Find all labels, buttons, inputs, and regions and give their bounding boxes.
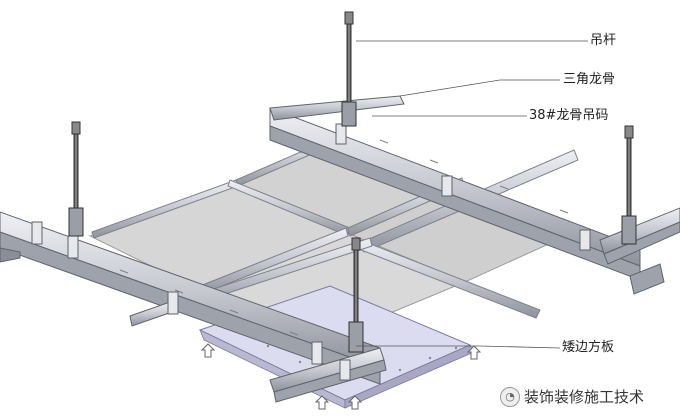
label-keel-clip: 38#龙骨吊码	[529, 108, 609, 123]
label-drop-edge-panel: 矮边方板	[562, 340, 615, 355]
watermark: ◔ 装饰装修施工技术	[500, 386, 644, 407]
hanger-rod-right	[621, 125, 637, 245]
leader-lines	[356, 40, 588, 349]
panel-arrows	[200, 343, 482, 410]
hanger-rods	[68, 11, 637, 353]
label-hanger-rod: 吊杆	[590, 33, 617, 48]
rail-clips	[31, 123, 591, 381]
hanger-rod-center	[348, 237, 364, 353]
cross-tees	[91, 133, 579, 319]
hanger-rod-top	[341, 11, 357, 127]
main-keels	[0, 95, 680, 403]
watermark-text: 装饰装修施工技术	[524, 388, 645, 406]
hanger-rod-left	[68, 121, 84, 237]
label-triangle-keel: 三角龙骨	[563, 72, 616, 87]
wechat-icon: ◔	[500, 386, 520, 407]
